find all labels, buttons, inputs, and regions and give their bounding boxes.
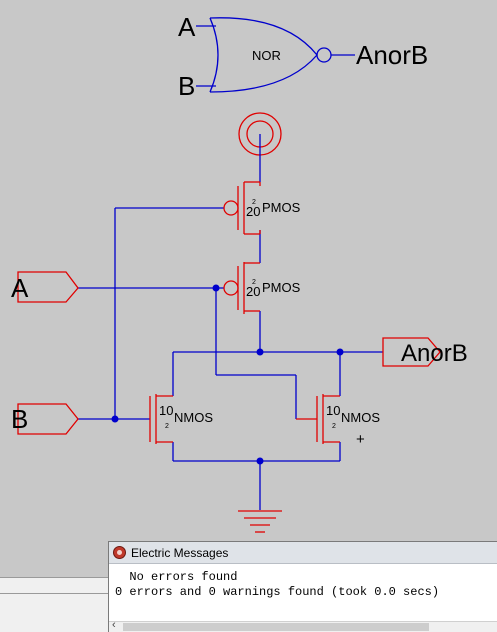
- crosshair-marker: +: [356, 431, 365, 448]
- port-out-icon[interactable]: [382, 337, 441, 367]
- messages-titlebar[interactable]: Electric Messages: [109, 542, 497, 564]
- pmos-transistor-1[interactable]: [223, 181, 261, 235]
- gate-input-b-label: B: [178, 71, 195, 101]
- horizontal-scrollbar[interactable]: ‹: [109, 619, 497, 632]
- nmos2-type-label: NMOS: [341, 410, 380, 425]
- gate-name-label: NOR: [252, 48, 281, 63]
- junction-b: [111, 415, 119, 423]
- nmos1-length-label: 2: [165, 423, 169, 430]
- port-a-icon[interactable]: [17, 271, 79, 303]
- junction-out-mid: [256, 348, 264, 356]
- pmos1-type-label: PMOS: [262, 200, 301, 215]
- wires[interactable]: [78, 134, 383, 510]
- gate-inverter-bubble: [316, 47, 332, 63]
- lower-panel: [0, 577, 108, 632]
- nmos-transistor-1[interactable]: [149, 394, 173, 444]
- pmos1-width-label: 20: [246, 204, 260, 219]
- port-a-label: A: [11, 273, 29, 303]
- messages-title: Electric Messages: [131, 545, 229, 560]
- port-b-label: B: [11, 404, 28, 434]
- pmos2-length-label: 2: [252, 279, 256, 286]
- pmos2-width-label: 20: [246, 284, 260, 299]
- nmos2-length-label: 2: [332, 423, 336, 430]
- junction-gnd: [256, 457, 264, 465]
- nmos2-width-label: 10: [326, 403, 340, 418]
- ground-icon[interactable]: [238, 510, 282, 533]
- electric-app-icon: [113, 546, 126, 559]
- nor-gate-symbol[interactable]: [196, 17, 355, 93]
- pmos-transistor-2[interactable]: [223, 262, 260, 314]
- junction-a: [212, 284, 220, 292]
- nmos1-width-label: 10: [159, 403, 173, 418]
- gate-back-curve: [209, 17, 219, 93]
- junction-dots: [111, 284, 344, 465]
- gate-input-a-label: A: [178, 12, 196, 42]
- message-line-1: No errors found: [115, 570, 238, 584]
- pmos2-type-label: PMOS: [262, 280, 301, 295]
- nmos1-type-label: NMOS: [174, 410, 213, 425]
- junction-out-right: [336, 348, 344, 356]
- port-b-icon[interactable]: [17, 403, 79, 435]
- nmos-transistor-2[interactable]: [296, 394, 340, 444]
- scrollbar-thumb[interactable]: [123, 623, 429, 631]
- scroll-left-icon[interactable]: ‹: [112, 619, 116, 631]
- message-line-2: 0 errors and 0 warnings found (took 0.0 …: [115, 585, 440, 599]
- port-out-label: AnorB: [401, 340, 468, 367]
- gate-output-label: AnorB: [356, 40, 428, 70]
- pmos1-length-label: 2: [252, 199, 256, 206]
